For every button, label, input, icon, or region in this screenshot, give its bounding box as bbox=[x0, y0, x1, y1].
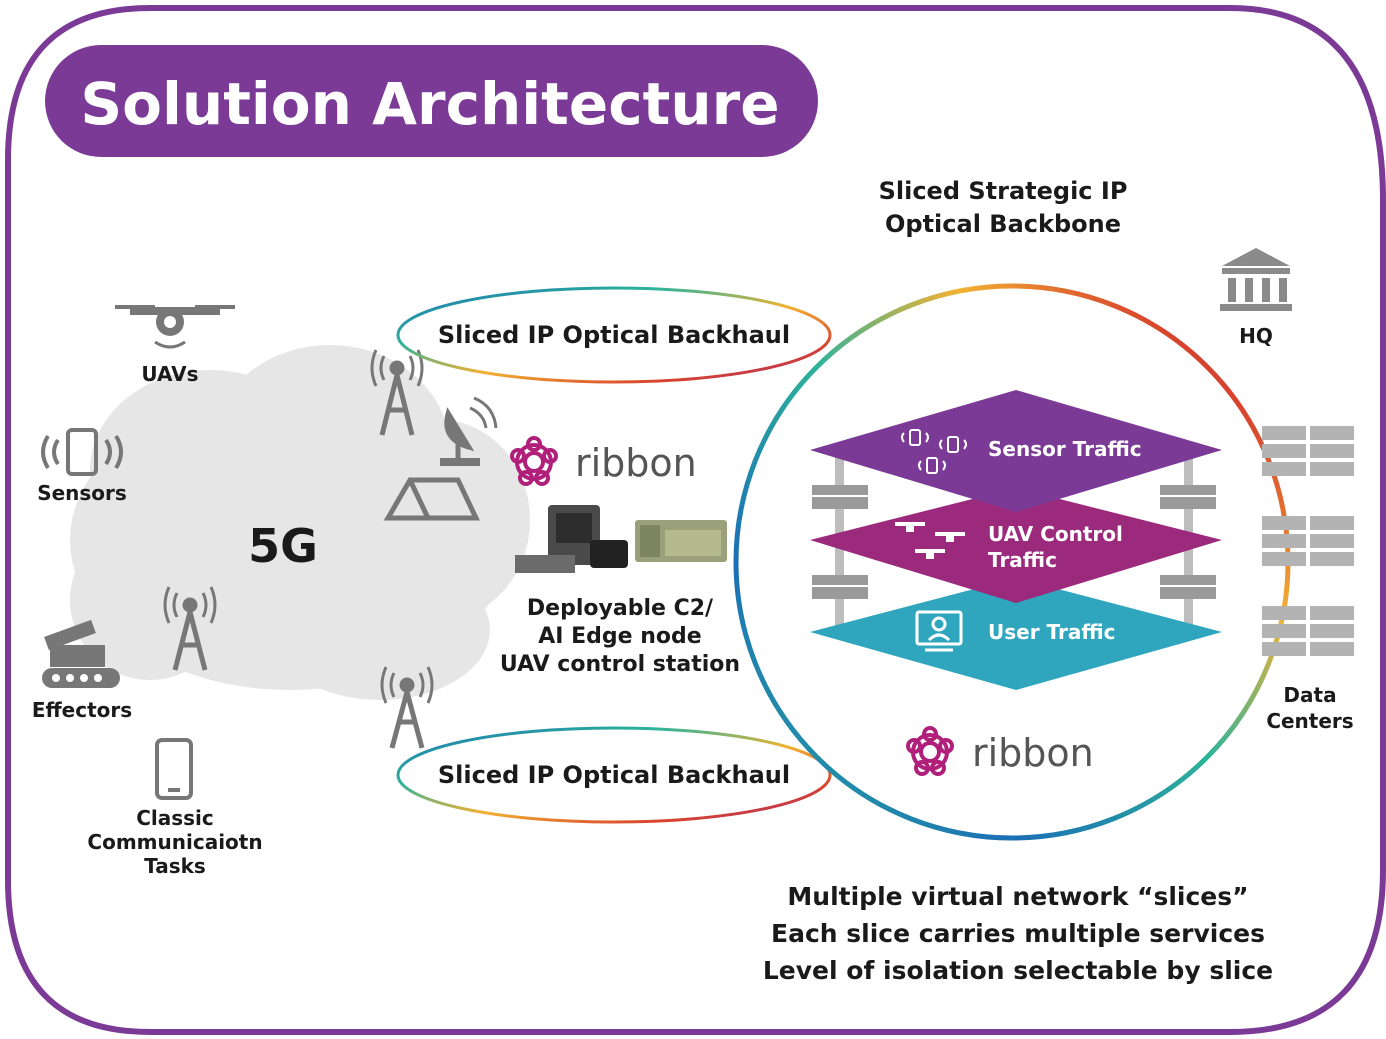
backhaul-bottom: Sliced IP Optical Backhaul bbox=[396, 726, 832, 824]
classic-label-line2: Communicaiotn bbox=[87, 830, 262, 854]
sensor-traffic-slice: Sensor Traffic bbox=[810, 390, 1222, 512]
uav-control-label-line2: Traffic bbox=[988, 548, 1057, 572]
monitor-user-icon bbox=[915, 610, 963, 652]
sensor-phones-icon bbox=[901, 429, 967, 474]
outer-frame bbox=[5, 5, 1386, 1035]
data-centers-label-line1: Data bbox=[1283, 683, 1336, 707]
satellite-dish-icon bbox=[440, 396, 498, 466]
footer-line3: Level of isolation selectable by slice bbox=[763, 956, 1273, 985]
backbone-title-line1: Sliced Strategic IP bbox=[879, 177, 1128, 205]
uav-icon bbox=[115, 305, 235, 349]
uavs-label: UAVs bbox=[141, 362, 198, 386]
page-title: Solution Architecture bbox=[80, 70, 779, 138]
hq-label: HQ bbox=[1239, 324, 1273, 348]
title-banner: Solution Architecture bbox=[45, 45, 818, 157]
backhaul-top-label: Sliced IP Optical Backhaul bbox=[438, 321, 790, 349]
hq-building-icon bbox=[1220, 248, 1292, 311]
tent-icon bbox=[383, 477, 480, 521]
cell-tower-icon-cloud bbox=[163, 586, 217, 671]
5g-cloud bbox=[70, 345, 530, 700]
deployable-equipment-image bbox=[515, 505, 727, 573]
ribbon-logo-center: ribbon bbox=[510, 436, 697, 486]
ribbon-logo-mark-icon-ring bbox=[906, 726, 954, 776]
firewall-icon bbox=[812, 485, 1216, 599]
data-centers-label-line2: Centers bbox=[1266, 709, 1353, 733]
backbone-title-line2: Optical Backbone bbox=[885, 210, 1121, 238]
effectors-label: Effectors bbox=[32, 698, 132, 722]
cell-tower-icon-bottom bbox=[380, 666, 434, 749]
ribbon-logo-ring: ribbon bbox=[906, 726, 1094, 776]
user-traffic-label: User Traffic bbox=[988, 620, 1116, 644]
uav-control-slice: UAV Control Traffic bbox=[810, 488, 1222, 603]
user-traffic-slice: User Traffic bbox=[810, 578, 1222, 690]
classic-label-line1: Classic bbox=[136, 806, 214, 830]
classic-label-line3: Tasks bbox=[144, 854, 206, 878]
sensor-traffic-label: Sensor Traffic bbox=[988, 437, 1142, 461]
cloud-label: 5G bbox=[248, 519, 318, 573]
deployable-label-line2: AI Edge node bbox=[538, 624, 701, 649]
drones-icon bbox=[895, 522, 965, 559]
deployable-label-line1: Deployable C2/ bbox=[527, 596, 714, 621]
ribbon-logo-text-ring: ribbon bbox=[972, 731, 1094, 775]
uav-control-label-line1: UAV Control bbox=[988, 522, 1123, 546]
ribbon-logo-text-center: ribbon bbox=[575, 441, 697, 485]
backhaul-bottom-label: Sliced IP Optical Backhaul bbox=[438, 761, 790, 789]
deployable-label-line3: UAV control station bbox=[500, 652, 740, 677]
cell-tower-icon-top bbox=[370, 349, 424, 436]
ribbon-logo-mark-icon bbox=[510, 436, 558, 486]
phone-icon bbox=[155, 738, 193, 800]
footer-line2: Each slice carries multiple services bbox=[771, 919, 1265, 948]
sensors-label: Sensors bbox=[37, 481, 127, 505]
footer-line1: Multiple virtual network “slices” bbox=[787, 882, 1248, 911]
sensor-icon bbox=[41, 428, 123, 476]
effector-icon bbox=[42, 619, 120, 688]
backhaul-top: Sliced IP Optical Backhaul bbox=[396, 286, 832, 384]
data-center-server-icon bbox=[1262, 426, 1354, 656]
